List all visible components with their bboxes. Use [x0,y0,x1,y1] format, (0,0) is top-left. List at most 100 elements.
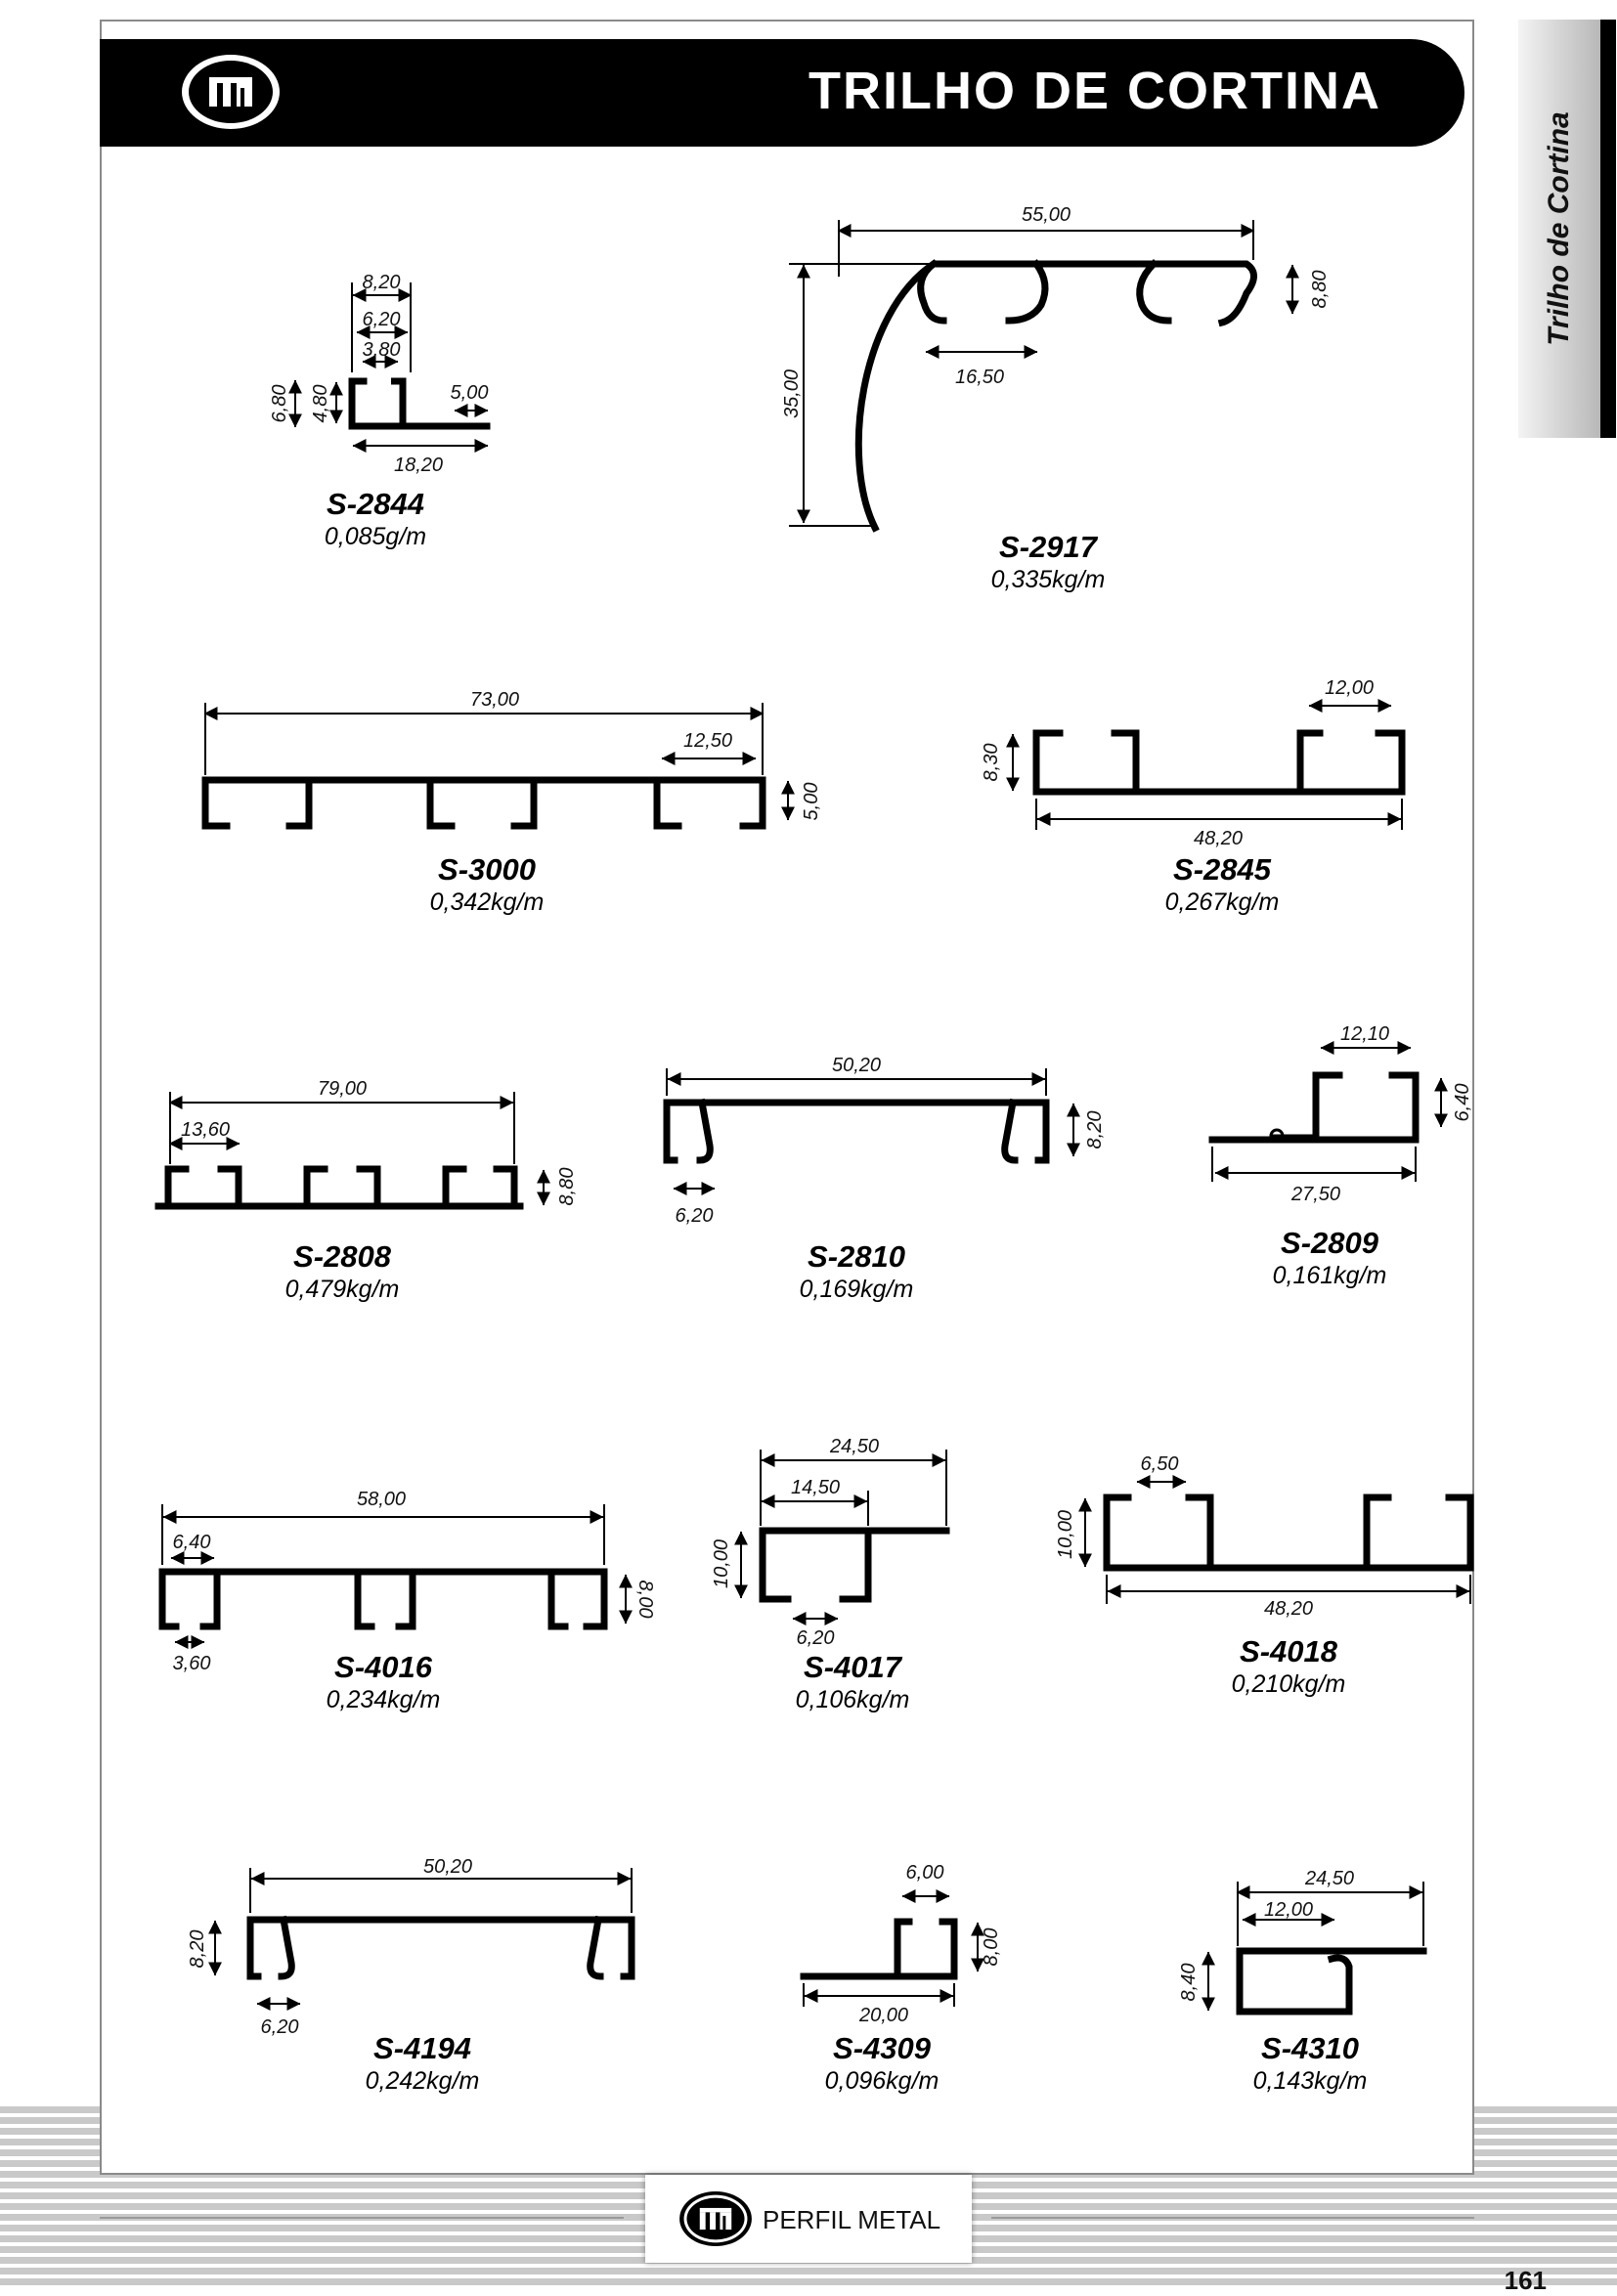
profile-weight: 0,085g/m [324,523,427,550]
dim-text: 79,00 [318,1078,367,1100]
footer-brand-name: PERFIL METAL [763,2205,941,2234]
dim-text: 13,60 [181,1119,230,1141]
dim-text: 6,80 [269,385,290,423]
dim-text: 50,20 [423,1856,472,1878]
dim-text: 8,40 [1178,1964,1200,2002]
dim-text: 8,00 [981,1928,1002,1967]
dim-text: 6,20 [261,2016,299,2038]
profile-label-s4194: S-4194 0,242kg/m [366,2031,480,2096]
profile-drawing-s2917 [789,220,1299,533]
profile-code: S-2844 [327,487,424,521]
profile-label-s4309: S-4309 0,096kg/m [825,2031,940,2096]
profile-drawing-s4309 [800,1889,984,2007]
profile-label-s4018: S-4018 0,210kg/m [1232,1634,1346,1699]
profile-weight: 0,342kg/m [429,888,545,916]
profile-weight: 0,143kg/m [1252,2067,1368,2095]
profile-drawing-s3000 [201,703,795,830]
profile-drawing-s2844 [288,282,491,453]
dim-text: 12,00 [1325,677,1374,699]
page-title: TRILHO DE CORTINA [808,62,1381,120]
dim-text: 8,30 [981,744,1002,782]
profile-label-s2808: S-2808 0,479kg/m [285,1239,400,1304]
dim-text: 14,50 [791,1477,840,1498]
profile-drawing-s2845 [1006,699,1406,830]
profile-drawing-s4310 [1202,1882,1427,2015]
profile-label-s2845: S-2845 0,267kg/m [1165,852,1280,917]
footer-rule-right [991,2217,1474,2219]
dim-text: 6,20 [363,309,401,330]
dim-text: 48,20 [1194,828,1243,849]
dim-text: 58,00 [357,1489,406,1510]
profile-label-s4310: S-4310 0,143kg/m [1253,2031,1368,2096]
profile-code: S-2845 [1173,852,1271,887]
dim-text: 8,80 [1309,271,1331,309]
profile-weight: 0,242kg/m [365,2067,480,2095]
profile-weight: 0,234kg/m [326,1686,441,1713]
side-tab: Trilho de Cortina [1518,20,1616,438]
profile-code: S-3000 [438,852,536,887]
profile-weight: 0,169kg/m [799,1276,914,1303]
header-banner: TRILHO DE CORTINA [100,39,1464,147]
dim-text: 6,40 [1452,1084,1473,1122]
dim-text: 6,00 [906,1862,944,1884]
dim-text: 8,20 [187,1930,208,1969]
profile-weight: 0,335kg/m [990,566,1106,593]
dim-text: 20,00 [858,2005,908,2026]
dim-text: 5,00 [801,783,822,821]
profile-weight: 0,210kg/m [1231,1670,1346,1698]
brand-logo-icon [679,2190,752,2247]
dim-text: 50,20 [832,1055,881,1076]
profile-code: S-2809 [1281,1226,1378,1260]
dim-text: 24,50 [1304,1868,1354,1889]
dim-text: 8,80 [556,1168,578,1206]
dim-text: 48,20 [1264,1598,1313,1620]
profile-weight: 0,096kg/m [824,2067,940,2095]
profile-code: S-4016 [334,1650,432,1684]
dim-text: 5,00 [451,382,489,404]
profile-drawing-s4017 [734,1450,950,1625]
page-number: 161 [1504,2266,1547,2295]
dim-text: 6,50 [1141,1453,1179,1475]
profile-drawing-s2809 [1208,1041,1448,1182]
dim-text: 55,00 [1022,204,1071,226]
profile-weight: 0,267kg/m [1164,888,1280,916]
profile-code: S-4310 [1261,2031,1359,2065]
profile-label-s4017: S-4017 0,106kg/m [796,1650,910,1714]
profile-code: S-4309 [833,2031,931,2065]
brand-logo-icon [182,55,280,129]
dim-text: 3,60 [173,1653,211,1674]
profile-weight: 0,161kg/m [1272,1262,1387,1289]
profile-code: S-2808 [293,1239,391,1274]
profile-weight: 0,106kg/m [795,1686,910,1713]
dim-text: 12,00 [1264,1899,1313,1921]
dim-text: 18,20 [394,455,443,476]
dim-text: 27,50 [1290,1184,1340,1205]
profile-code: S-4018 [1240,1634,1337,1668]
dim-text: 73,00 [470,689,519,711]
dim-text: 6,40 [173,1532,211,1553]
profile-drawing-s4194 [208,1868,635,2011]
dim-text: 10,00 [1055,1510,1076,1559]
profile-label-s2917: S-2917 0,335kg/m [991,530,1106,594]
dim-text: 12,10 [1340,1023,1389,1045]
footer-rule-left [100,2217,624,2219]
profile-code: S-2917 [999,530,1097,564]
dim-text: 16,50 [955,367,1004,388]
profile-code: S-4194 [373,2031,471,2065]
dim-text: 8,20 [1084,1111,1106,1149]
dim-text: 12,50 [683,730,732,752]
profile-weight: 0,479kg/m [284,1276,400,1303]
dim-text: 4,80 [310,385,331,423]
profile-drawing-s4016 [158,1504,633,1649]
profile-code: S-2810 [808,1239,905,1274]
dim-text: 35,00 [781,369,803,418]
footer-brand-box: PERFIL METAL [645,2175,972,2263]
dim-text: 3,80 [363,339,401,361]
dim-text: 6,20 [797,1627,835,1649]
profile-drawing-s2808 [154,1092,550,1210]
dim-text: 10,00 [711,1539,732,1588]
dim-text: 8,20 [363,272,401,293]
dim-text: 6,20 [676,1205,714,1227]
profile-drawing-s4018 [1078,1475,1474,1604]
